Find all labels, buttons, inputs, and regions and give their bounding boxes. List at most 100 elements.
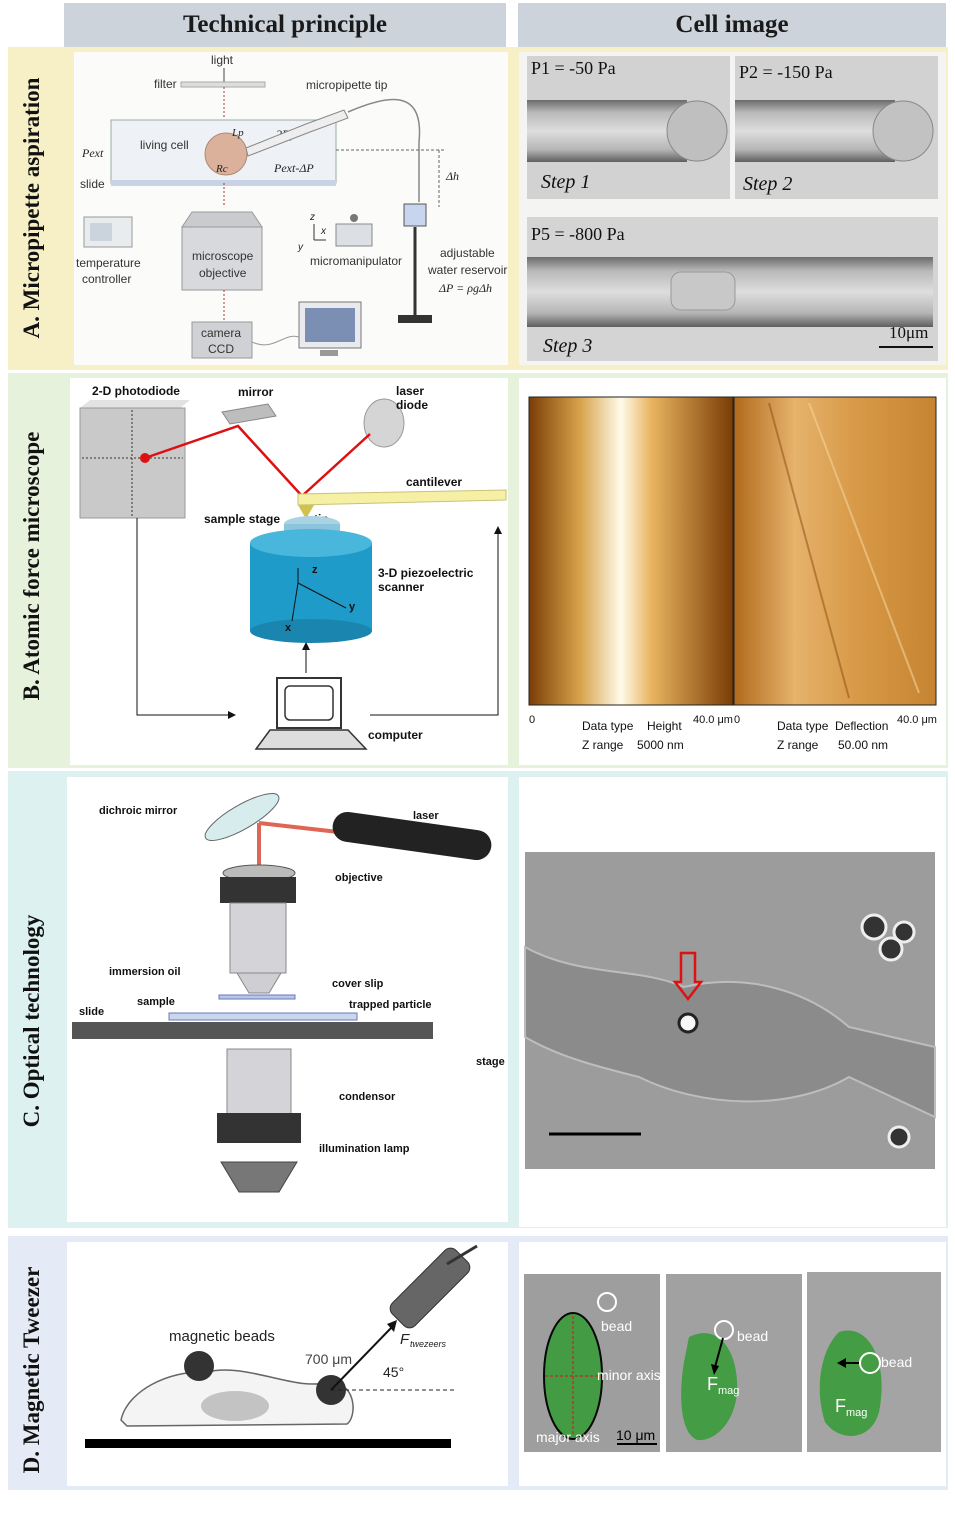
label-minor-axis: minor axis [597, 1367, 661, 1383]
label-deflection-range: 50.00 nm [838, 738, 888, 752]
label-sample-stage: sample stage [204, 512, 280, 526]
label-fmag-3: F [835, 1396, 846, 1416]
cell-ellipse-2 [681, 1333, 738, 1441]
label-ccd: CCD [208, 342, 234, 356]
micropipette-diagram: light filter micropipette tip living cel… [76, 53, 507, 359]
red-arrow [672, 951, 704, 1002]
label-condensor: condensor [339, 1091, 396, 1103]
header-technical-principle: Technical principle [64, 3, 506, 47]
label-camera: camera [201, 326, 241, 340]
label-lamp: illumination lamp [319, 1143, 410, 1155]
label-range-2: 40.0 μm [897, 714, 937, 726]
label-laser: laser [396, 384, 424, 398]
label-temperature: temperature [76, 256, 141, 270]
afm-diagram: 2-D photodiode mirror laser diode cantil… [79, 384, 507, 750]
label-sample-c: sample [137, 996, 175, 1008]
magnetic-tweezer-diagram: magnetic beads 700 μm 45° F twezeers [85, 1244, 478, 1448]
label-dp-formula: ΔP = ρgΔh [438, 281, 492, 295]
nucleus [201, 1391, 269, 1421]
label-height: Height [647, 719, 682, 733]
label-height-range: 5000 nm [637, 738, 684, 752]
optical-tweezer-diagram: dichroic mirror laser objective immersio… [72, 793, 505, 1193]
label-p1: P1 = -50 Pa [531, 58, 616, 78]
optical-cell-image [524, 852, 936, 1169]
axis-y-b: y [349, 601, 356, 613]
label-diode: diode [396, 398, 428, 412]
label-step1: Step 1 [541, 171, 590, 193]
cell-ellipse-3 [819, 1330, 882, 1436]
lamp [220, 1161, 298, 1193]
label-700um: 700 μm [305, 1351, 352, 1367]
label-objective-c: objective [335, 872, 383, 884]
slide-c [168, 1012, 358, 1021]
label-scanner1: 3-D piezoelectric [378, 566, 474, 580]
label-objective: objective [199, 266, 247, 280]
label-bead-1: bead [601, 1318, 632, 1334]
micropipette-cell-images: P1 = -50 Pa Step 1 P2 = -150 Pa Step 2 P… [527, 56, 938, 361]
label-magnetic-beads: magnetic beads [169, 1328, 275, 1345]
label-datatype-2: Data type [777, 719, 829, 733]
label-pext: Pext [81, 146, 104, 160]
label-scanner2: scanner [378, 580, 424, 594]
piezo-scanner [250, 543, 372, 631]
label-slide-c: slide [79, 1006, 104, 1018]
label-stage: stage [476, 1056, 505, 1068]
label-range-1: 40.0 μm [693, 714, 733, 726]
mirror-block [221, 403, 277, 425]
label-bead-3: bead [881, 1354, 912, 1370]
label-45deg: 45° [383, 1364, 404, 1380]
label-photodiode: 2-D photodiode [92, 384, 180, 398]
label-fmag-3-sub: mag [846, 1407, 867, 1419]
reservoir-stand [398, 315, 432, 323]
afm-cell-images: 0 40.0 μm Data type Z range Height 5000 … [528, 396, 937, 752]
label-p2: P2 = -150 Pa [739, 62, 833, 82]
label-zero-2: 0 [734, 714, 740, 726]
label-datatype-1: Data type [582, 719, 634, 733]
label-oil: immersion oil [109, 966, 181, 978]
camera-ccd [191, 321, 253, 359]
label-cover-slip: cover slip [332, 978, 384, 990]
objective-body [229, 902, 287, 974]
axis-x: x [320, 226, 327, 237]
label-trapped-particle: trapped particle [349, 999, 432, 1011]
afm-deflection-image [733, 396, 937, 706]
stage-plate [72, 1022, 433, 1039]
force-arrow [330, 1326, 393, 1391]
row-a-diagram-panel [74, 52, 508, 365]
label-rc: Rc [215, 163, 228, 175]
laser-path [144, 424, 371, 498]
micropipette [245, 109, 349, 157]
label-controller: controller [82, 272, 131, 286]
axis-z: z [309, 212, 315, 223]
label-living-cell: living cell [140, 138, 189, 152]
laser-device [332, 811, 492, 861]
label-bead-2: bead [737, 1328, 768, 1344]
condensor-body [226, 1048, 292, 1120]
magnetic-cell-images: bead minor axis major axis 10 μm bead F … [524, 1272, 941, 1452]
label-micromanipulator: micromanipulator [310, 254, 402, 268]
axis-z-b: z [312, 564, 318, 576]
axis-x-b: x [285, 622, 292, 634]
label-laser-c: laser [413, 810, 439, 822]
label-cantilever: cantilever [406, 475, 462, 489]
label-step3: Step 3 [543, 335, 592, 357]
micromanipulator-device [335, 223, 373, 247]
header-cell-image: Cell image [518, 3, 946, 47]
filter-plate [180, 81, 266, 88]
laser-diode [363, 398, 405, 448]
label-scale-a: 10μm [889, 323, 928, 342]
label-pext-dp: Pext-ΔP [273, 161, 314, 175]
water-reservoir [403, 203, 427, 227]
cell-body [524, 945, 936, 1119]
label-slide: slide [80, 177, 105, 191]
label-zrange-2: Z range [777, 738, 819, 752]
objective-top [220, 877, 296, 903]
label-mirror: mirror [238, 385, 274, 399]
label-fmag-2: F [707, 1374, 718, 1394]
cantilever-beam [297, 489, 507, 506]
row-b-label: B. Atomic force microscope [19, 431, 44, 701]
label-dichroic: dichroic mirror [99, 805, 178, 817]
label-deflection: Deflection [835, 719, 888, 733]
label-major-axis: major axis [536, 1429, 600, 1445]
axis-y: y [297, 242, 304, 253]
